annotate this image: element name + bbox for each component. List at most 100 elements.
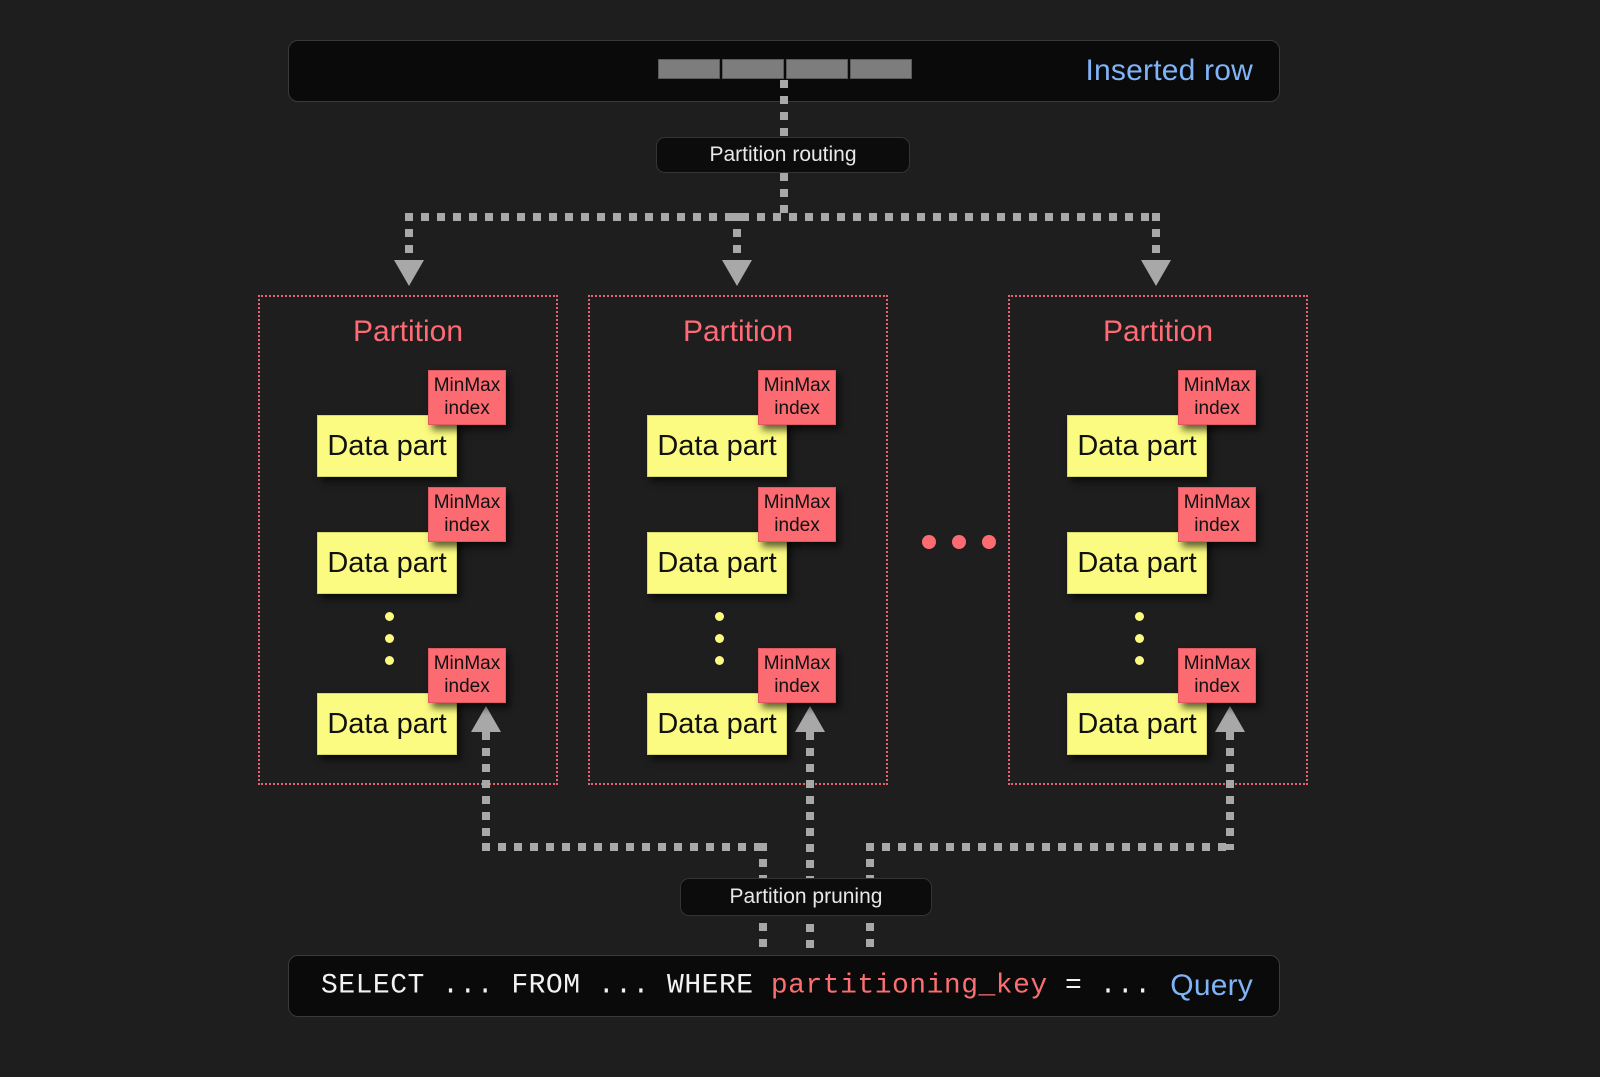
minmax-index-box: MinMax index [758, 487, 836, 542]
connector-bus-to-partition-3 [1152, 213, 1160, 264]
query-partitioning-key: partitioning_key [770, 970, 1048, 1002]
minmax-line-2: index [774, 514, 820, 536]
data-part: Data part [1067, 693, 1207, 755]
partition-title: Partition [352, 315, 464, 348]
data-part-label: Data part [657, 429, 777, 462]
data-part: Data part [1067, 532, 1207, 594]
row-cell [850, 59, 912, 79]
minmax-line-2: index [1194, 397, 1240, 419]
minmax-line-2: index [1194, 675, 1240, 697]
data-part-label: Data part [657, 707, 777, 740]
minmax-line-1: MinMax [1183, 492, 1251, 514]
data-part: Data part [647, 532, 787, 594]
data-part-label: Data part [1077, 707, 1197, 740]
data-part-label: Data part [1077, 546, 1197, 579]
minmax-line-2: index [1194, 514, 1240, 536]
partition-title: Partition [1102, 315, 1214, 348]
partition-box-3: Partition Data part MinMax index Data pa… [1008, 295, 1308, 785]
minmax-index-box: MinMax index [428, 487, 506, 542]
ellipsis-dot [922, 535, 936, 549]
minmax-index-box: MinMax index [758, 648, 836, 703]
connector-routing-to-bus [780, 173, 788, 217]
minmax-index-box: MinMax index [428, 648, 506, 703]
inserted-row-label: Inserted row [1085, 54, 1253, 87]
ellipsis-dot [715, 612, 724, 621]
data-part-label: Data part [327, 707, 447, 740]
row-cell [786, 59, 848, 79]
connector-row-to-routing [780, 80, 788, 138]
data-part-ellipsis [385, 612, 394, 665]
arrow-into-partition-2 [722, 260, 752, 286]
minmax-line-1: MinMax [763, 492, 831, 514]
ellipsis-dot [385, 634, 394, 643]
minmax-index-box: MinMax index [1178, 487, 1256, 542]
minmax-index-box: MinMax index [758, 370, 836, 425]
arrow-into-partition-1 [394, 260, 424, 286]
minmax-line-2: index [444, 675, 490, 697]
row-cell [722, 59, 784, 79]
connector-bus-to-partition-1 [405, 213, 413, 264]
connector-pruning-bus-left [482, 843, 767, 851]
data-part-label: Data part [327, 429, 447, 462]
data-part-label: Data part [657, 546, 777, 579]
minmax-line-1: MinMax [433, 653, 501, 675]
data-part: Data part [1067, 415, 1207, 477]
minmax-line-1: MinMax [1183, 653, 1251, 675]
data-part: Data part [317, 693, 457, 755]
partition-routing-label: Partition routing [656, 137, 910, 173]
data-part-label: Data part [327, 546, 447, 579]
minmax-line-1: MinMax [763, 375, 831, 397]
partition-pruning-text: Partition pruning [729, 885, 883, 908]
minmax-index-box: MinMax index [1178, 370, 1256, 425]
data-part-ellipsis [715, 612, 724, 665]
minmax-line-2: index [444, 397, 490, 419]
ellipsis-dot [385, 612, 394, 621]
connector-partition-2-up [806, 732, 814, 950]
query-label: Query [1170, 969, 1253, 1002]
ellipsis-dot [385, 656, 394, 665]
ellipsis-dot [1135, 612, 1144, 621]
ellipsis-dot [982, 535, 996, 549]
minmax-line-2: index [774, 675, 820, 697]
minmax-line-2: index [444, 514, 490, 536]
data-part: Data part [317, 415, 457, 477]
minmax-index-box: MinMax index [1178, 648, 1256, 703]
connector-partition-3-up [1226, 732, 1234, 850]
connector-pruning-bus-right [866, 843, 1234, 851]
query-panel: SELECT ... FROM ... WHERE partitioning_k… [288, 955, 1280, 1017]
row-cell [658, 59, 720, 79]
data-part: Data part [647, 415, 787, 477]
data-part-label: Data part [1077, 429, 1197, 462]
partition-pruning-label: Partition pruning [680, 878, 932, 916]
partition-title: Partition [682, 315, 794, 348]
query-code: SELECT ... FROM ... WHERE partitioning_k… [321, 971, 1152, 1002]
routing-bus-line [405, 213, 1160, 221]
minmax-line-1: MinMax [433, 492, 501, 514]
partition-box-1: Partition Data part MinMax index Data pa… [258, 295, 558, 785]
data-part-ellipsis [1135, 612, 1144, 665]
ellipsis-dot [715, 634, 724, 643]
minmax-line-1: MinMax [433, 375, 501, 397]
minmax-line-1: MinMax [1183, 375, 1251, 397]
partition-box-2: Partition Data part MinMax index Data pa… [588, 295, 888, 785]
arrow-into-partition-3 [1141, 260, 1171, 286]
query-suffix: = ... [1047, 970, 1152, 1002]
connector-partition-1-up [482, 732, 490, 850]
inserted-row-cells [658, 59, 912, 79]
arrow-out-of-partition-2 [795, 706, 825, 732]
data-part: Data part [647, 693, 787, 755]
query-prefix: SELECT ... FROM ... WHERE [321, 970, 771, 1002]
connector-bus-to-partition-2 [733, 213, 741, 264]
arrow-out-of-partition-1 [471, 706, 501, 732]
arrow-out-of-partition-3 [1215, 706, 1245, 732]
minmax-line-1: MinMax [763, 653, 831, 675]
partitions-ellipsis [922, 535, 996, 549]
ellipsis-dot [1135, 656, 1144, 665]
data-part: Data part [317, 532, 457, 594]
partition-routing-text: Partition routing [709, 143, 857, 166]
ellipsis-dot [952, 535, 966, 549]
ellipsis-dot [715, 656, 724, 665]
minmax-line-2: index [774, 397, 820, 419]
ellipsis-dot [1135, 634, 1144, 643]
